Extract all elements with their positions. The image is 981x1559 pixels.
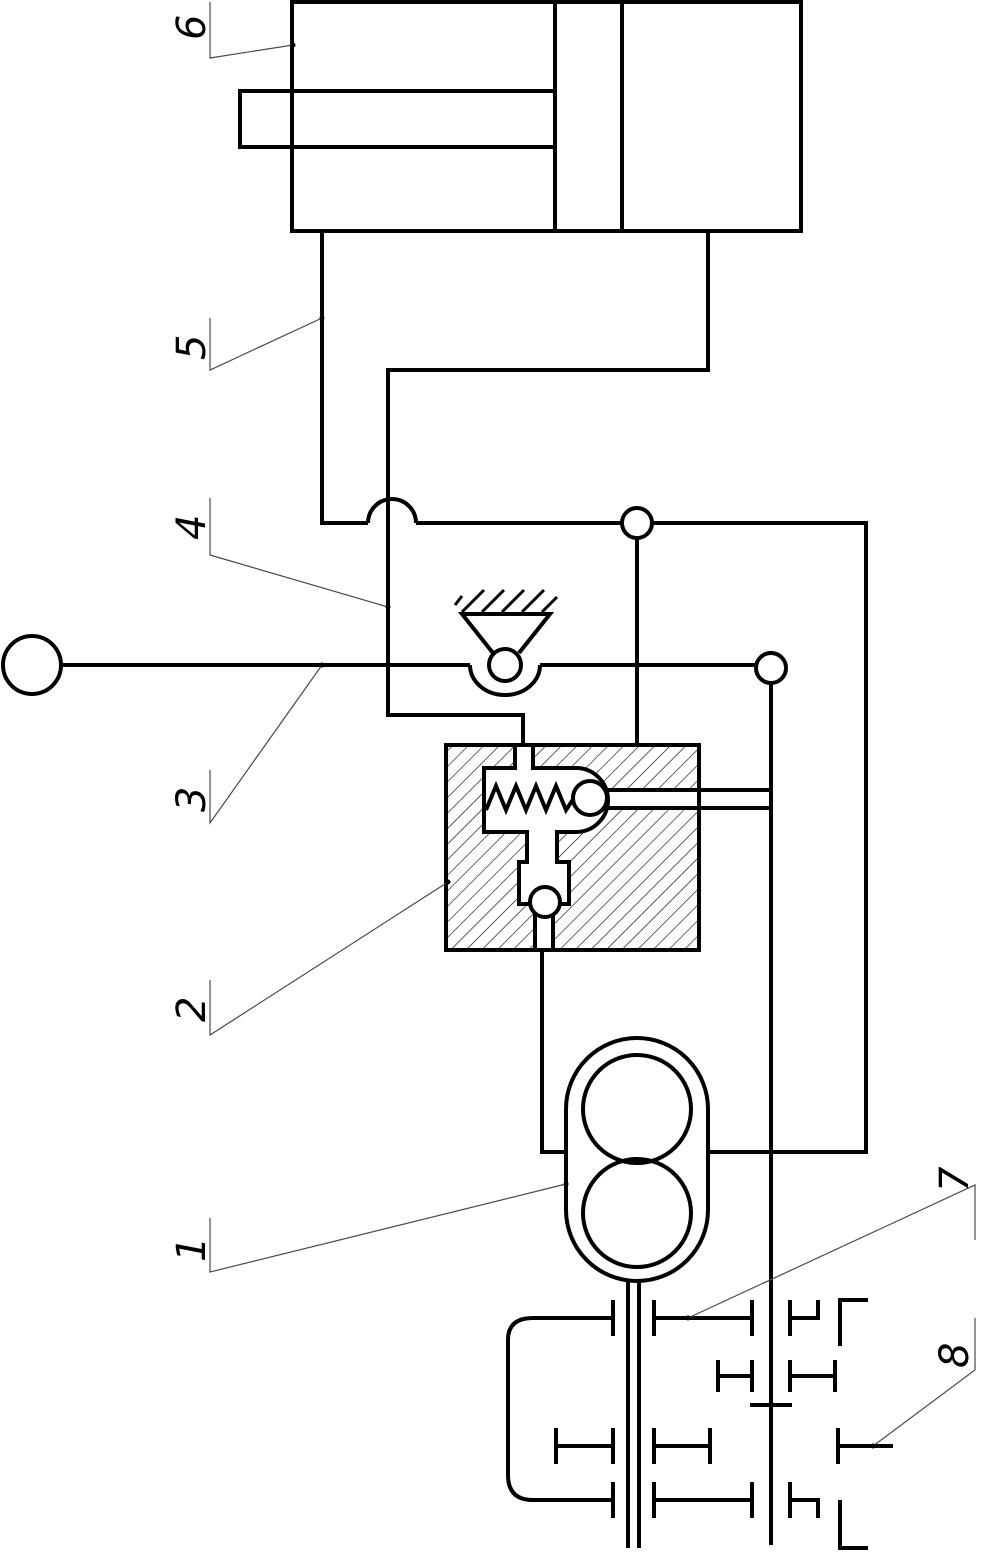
label-shaft: 7	[932, 1166, 978, 1192]
pump-gear-lower	[581, 1157, 693, 1269]
lever-end-joint	[754, 651, 788, 685]
ground-hatch	[453, 588, 559, 614]
pressure-line	[386, 231, 710, 745]
valve-cavity-left	[482, 745, 537, 950]
callouts: 6 5 4 3 2 1 7 8	[169, 2, 978, 1449]
leader-6	[209, 2, 294, 59]
return-line-b	[652, 521, 868, 1154]
leader-8	[872, 1318, 976, 1447]
pump-outlet-line	[540, 950, 566, 1154]
piston-rod	[238, 89, 555, 149]
leader-3	[209, 664, 323, 825]
label-cylinder: 6	[169, 15, 215, 40]
cylinder-body	[290, 0, 803, 233]
pivot-support	[457, 612, 555, 655]
gear-pump	[564, 1036, 710, 1283]
lever-handle-knob	[1, 634, 63, 696]
control-lever	[1, 588, 788, 697]
label-hose: 5	[169, 335, 215, 360]
hydraulic-cylinder	[238, 0, 803, 233]
valve-spring	[484, 780, 576, 816]
drive-loop	[506, 1316, 613, 1502]
hose-line-left	[320, 231, 368, 525]
pump-gear-upper	[581, 1053, 693, 1165]
label-lever: 3	[169, 787, 215, 812]
label-pump: 1	[169, 1237, 215, 1262]
label-gear: 8	[932, 1343, 978, 1368]
leader-2	[209, 881, 449, 1037]
valve-block-outline	[444, 743, 701, 952]
leader-1	[209, 1183, 567, 1273]
gear-train	[554, 1298, 893, 1550]
junction-node	[620, 506, 654, 540]
transmission-shafts	[506, 683, 773, 1548]
line-crossover	[366, 497, 418, 524]
valve-block	[444, 743, 771, 952]
valve-ball-lower	[528, 885, 562, 919]
leader-5	[209, 317, 323, 371]
leader-7	[687, 1184, 976, 1319]
leader-4	[209, 498, 389, 608]
lever-pivot-pin	[487, 647, 523, 683]
label-pipe: 4	[169, 515, 215, 540]
valve-ball-upper	[571, 779, 609, 817]
hydraulic-lines	[320, 231, 868, 1154]
lever-pivot-cup	[468, 664, 542, 697]
label-valve-block: 2	[169, 997, 215, 1022]
